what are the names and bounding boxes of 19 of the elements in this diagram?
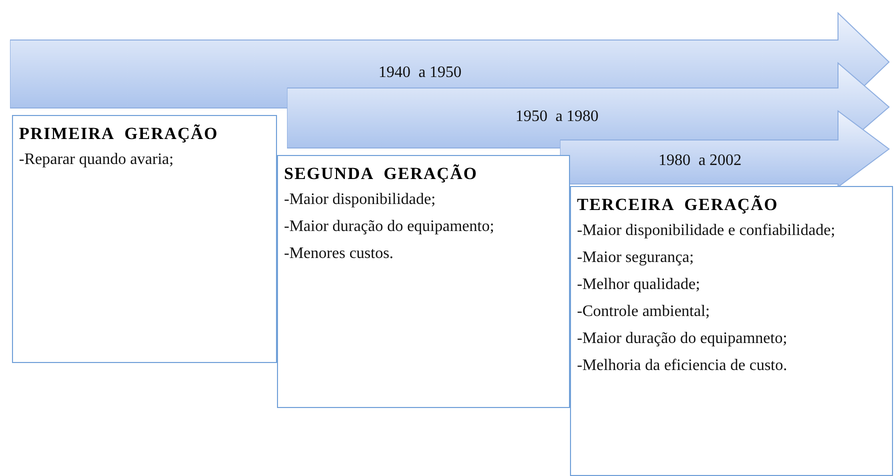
list-item: -Melhoria da eficiencia de custo. <box>577 356 788 375</box>
generation-heading: TERCEIRA GERAÇÃO <box>577 195 780 215</box>
text-card <box>277 155 570 408</box>
text-card <box>570 186 893 476</box>
period-label: 1950 a 1980 <box>515 108 599 126</box>
list-item: -Maior duração do equipamento; <box>284 217 496 236</box>
list-item: -Reparar quando avaria; <box>19 150 175 169</box>
list-item: -Maior duração do equipamneto; <box>577 329 788 348</box>
list-item: -Melhor qualidade; <box>577 275 702 294</box>
generation-heading: SEGUNDA GERAÇÃO <box>284 164 479 184</box>
list-item: -Maior segurança; <box>577 248 695 267</box>
list-item: -Controle ambiental; <box>577 302 711 321</box>
period-label: 1940 a 1950 <box>378 64 462 82</box>
list-item: -Maior disponibilidade; <box>284 190 437 209</box>
text-card <box>12 115 277 363</box>
list-item: -Maior disponibilidade e confiabilidade; <box>577 221 836 240</box>
generation-heading: PRIMEIRA GERAÇÃO <box>19 124 220 144</box>
period-label: 1980 a 2002 <box>658 152 742 170</box>
list-item: -Menores custos. <box>284 244 394 263</box>
